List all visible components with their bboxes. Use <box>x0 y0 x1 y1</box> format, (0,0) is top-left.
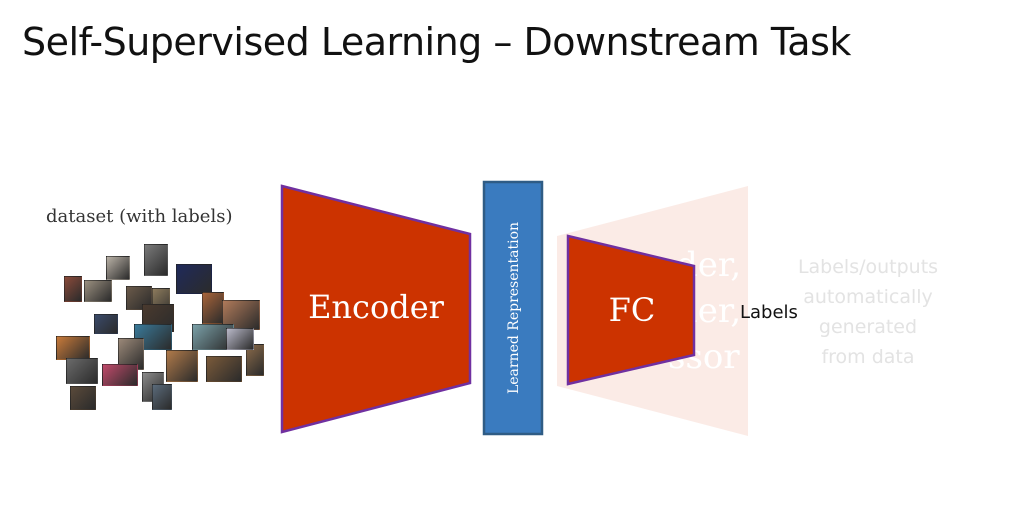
slide-title: Self-Supervised Learning – Downstream Ta… <box>22 20 851 64</box>
fc-label: FC <box>609 291 656 329</box>
dataset-image-pottery <box>206 356 242 382</box>
dataset-image-deer <box>246 344 264 376</box>
dataset-image-cat <box>66 358 98 384</box>
faded-outputs-line: automatically <box>803 286 933 308</box>
dataset-label: dataset (with labels) <box>46 206 233 227</box>
dataset-image-vase <box>152 384 172 410</box>
faded-outputs-line: Labels/outputs <box>797 256 939 278</box>
fc-block <box>566 234 696 386</box>
learned-representation-block <box>482 180 544 436</box>
output-labels-text: Labels <box>740 302 798 323</box>
faded-outputs-line: from data <box>821 346 915 368</box>
dataset-image-bridge <box>144 244 168 276</box>
faded-outputs-note: Labels/outputs automatically generated f… <box>776 252 960 372</box>
dataset-image-racecar <box>102 364 138 386</box>
dataset-image-guitar <box>64 276 82 302</box>
dataset-image-bird <box>226 328 254 350</box>
dataset-image-jet <box>94 314 118 334</box>
dataset-image-fireworks <box>176 264 212 294</box>
dataset-image-building <box>84 280 112 302</box>
dataset-image-animal <box>166 350 198 382</box>
learned-representation-label: Learned Representation <box>506 222 522 394</box>
dataset-thumbnails <box>56 240 266 410</box>
encoder-label: Encoder <box>308 288 445 326</box>
faded-outputs-line: generated <box>818 316 918 338</box>
dataset-image-statue <box>106 256 130 280</box>
encoder-block <box>280 184 472 434</box>
dataset-image-dog <box>70 386 96 410</box>
